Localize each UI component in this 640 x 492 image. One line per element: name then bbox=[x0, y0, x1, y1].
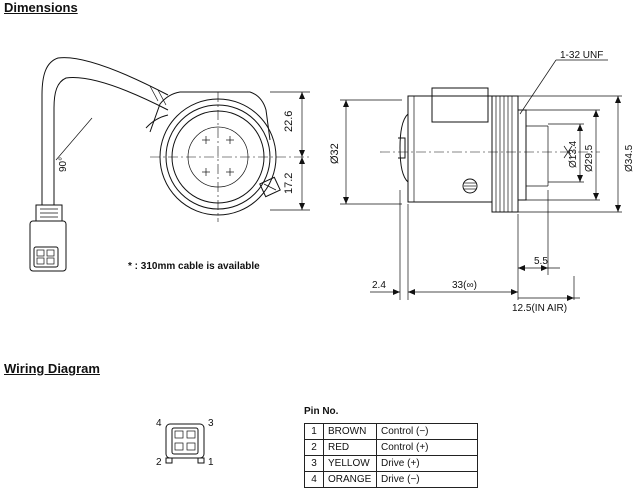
pin-function: Control (−) bbox=[376, 423, 478, 440]
wire-color: ORANGE bbox=[323, 471, 377, 488]
cable-note: * : 310mm cable is available bbox=[128, 261, 260, 272]
dim-bottom-label: 17.2 bbox=[283, 173, 295, 194]
dia-overall-label: Ø32 bbox=[329, 143, 341, 164]
pin-number: 3 bbox=[304, 455, 324, 472]
dia-3-label: Ø34.5 bbox=[624, 144, 635, 172]
thread-label: 1-32 UNF bbox=[560, 50, 603, 61]
dia-2-label: Ø29.5 bbox=[584, 144, 595, 172]
pin-number: 4 bbox=[304, 471, 324, 488]
side-view-lens bbox=[340, 59, 622, 301]
len-front-label: 2.4 bbox=[372, 280, 386, 291]
wire-color: RED bbox=[323, 439, 377, 456]
table-row: 4 ORANGE Drive (−) bbox=[304, 471, 478, 488]
pin-number: 1 bbox=[304, 423, 324, 440]
pin-function: Drive (+) bbox=[376, 455, 478, 472]
table-row: 2 RED Control (+) bbox=[304, 439, 478, 456]
connector-pinout bbox=[165, 423, 205, 464]
angle-label: 90° bbox=[58, 157, 69, 172]
dimensions-title: Dimensions bbox=[4, 0, 78, 15]
pin-table: 1 BROWN Control (−) 2 RED Control (+) 3 … bbox=[304, 423, 478, 488]
pin-label-1: 1 bbox=[208, 457, 214, 468]
len-mount-label: 5.5 bbox=[534, 256, 548, 267]
pin-label-3: 3 bbox=[208, 418, 214, 429]
table-row: 3 YELLOW Drive (+) bbox=[304, 455, 478, 472]
back-focus-label: 12.5(IN AIR) bbox=[512, 303, 567, 314]
pin-table-caption: Pin No. bbox=[304, 406, 339, 417]
wire-color: BROWN bbox=[323, 423, 377, 440]
wiring-diagram-title: Wiring Diagram bbox=[4, 361, 100, 376]
dia-1-label: Ø13.4 bbox=[568, 140, 579, 168]
pin-function: Drive (−) bbox=[376, 471, 478, 488]
table-row: 1 BROWN Control (−) bbox=[304, 423, 478, 440]
wire-color: YELLOW bbox=[323, 455, 377, 472]
pin-function: Control (+) bbox=[376, 439, 478, 456]
pin-number: 2 bbox=[304, 439, 324, 456]
pin-label-4: 4 bbox=[156, 418, 162, 429]
pin-label-2: 2 bbox=[156, 457, 162, 468]
front-view-lens: 90° bbox=[29, 57, 310, 272]
len-body-label: 33(∞) bbox=[452, 280, 477, 291]
dim-top-label: 22.6 bbox=[283, 111, 295, 132]
